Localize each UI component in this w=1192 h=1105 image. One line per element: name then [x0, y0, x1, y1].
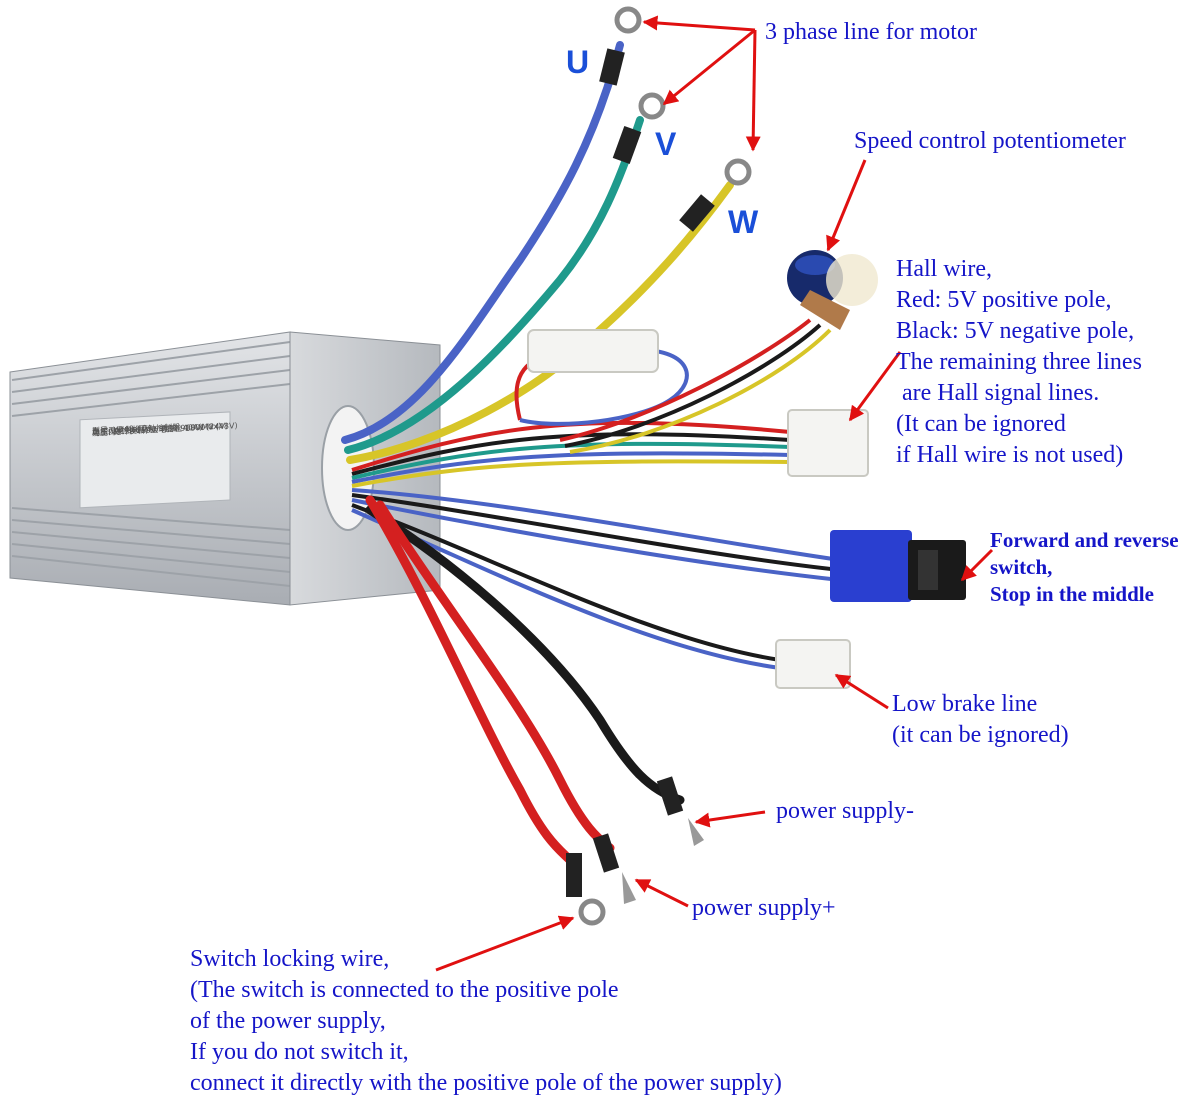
- brake-plug: [775, 639, 851, 689]
- power-terminals: [566, 776, 704, 926]
- label-power-minus: power supply-: [776, 798, 914, 824]
- heatsink-fins: [11, 341, 291, 587]
- arrow-phase-v: [662, 28, 756, 106]
- label-fwd-rev-line: switch,: [990, 555, 1053, 579]
- label-brake-line: (it can be ignored): [892, 722, 1069, 748]
- hall-wires: [351, 318, 832, 488]
- label-hall-line: Black: 5V negative pole,: [896, 318, 1135, 344]
- nameplate: [79, 411, 231, 509]
- phase-terminals: [599, 6, 752, 232]
- arrow-phase-u: [642, 15, 756, 32]
- wire-power-minus: [365, 505, 685, 805]
- potentiometer: [787, 250, 878, 330]
- label-hall-line: (It can be ignored: [896, 411, 1066, 437]
- arrow-switch: [960, 548, 994, 582]
- label-fwd-rev: Forward and reverse switch, Stop in the …: [990, 527, 1179, 608]
- hall-connectors: [527, 329, 869, 477]
- label-lock-line: If you do not switch it,: [190, 1039, 409, 1065]
- label-lock-line: (The switch is connected to the positive…: [190, 977, 619, 1003]
- arrow-brake: [834, 673, 889, 710]
- arrow-phase-w: [745, 29, 761, 152]
- power-wires: [365, 495, 685, 865]
- label-power-plus: power supply+: [692, 895, 836, 921]
- label-lock-wire: Switch locking wire, (The switch is conn…: [190, 944, 782, 1099]
- phase-u-letter: U: [566, 44, 590, 80]
- wire-u: [341, 41, 624, 444]
- label-speed-pot: Speed control potentiometer: [854, 128, 1126, 154]
- switch-wires: [351, 488, 841, 582]
- label-fwd-rev-line: Forward and reverse: [990, 528, 1179, 552]
- arrow-hall: [848, 351, 902, 422]
- label-hall-line: The remaining three lines: [896, 349, 1142, 375]
- phase-v-letter: V: [655, 126, 677, 162]
- arrow-pot: [826, 159, 867, 252]
- wire-v: [344, 116, 644, 454]
- label-phase-line: 3 phase line for motor: [765, 19, 977, 45]
- label-brake-line: Low brake line: [892, 691, 1038, 717]
- hall-plug: [787, 409, 869, 477]
- label-brake: Low brake line (it can be ignored): [892, 689, 1069, 751]
- label-hall-line: Red: 5V positive pole,: [896, 287, 1112, 313]
- annotation-arrows: [435, 15, 994, 972]
- throttle-plug: [527, 329, 659, 373]
- wire-lock: [365, 495, 575, 865]
- label-hall: Hall wire, Red: 5V positive pole, Black:…: [896, 254, 1142, 471]
- wire-power-plus: [375, 500, 615, 853]
- direction-switch: [830, 530, 966, 602]
- arrow-lock: [435, 915, 575, 972]
- label-hall-line: are Hall signal lines.: [896, 380, 1100, 406]
- arrow-power-plus: [634, 878, 689, 908]
- label-lock-line: Switch locking wire,: [190, 946, 390, 972]
- label-lock-line: connect it directly with the positive po…: [190, 1070, 782, 1096]
- label-lock-line: of the power supply,: [190, 1008, 386, 1034]
- label-hall-line: Hall wire,: [896, 256, 992, 282]
- label-fwd-rev-line: Stop in the middle: [990, 582, 1154, 606]
- arrow-power-minus: [694, 810, 766, 828]
- label-hall-line: if Hall wire is not used): [896, 442, 1124, 468]
- phase-w-letter: W: [728, 204, 759, 240]
